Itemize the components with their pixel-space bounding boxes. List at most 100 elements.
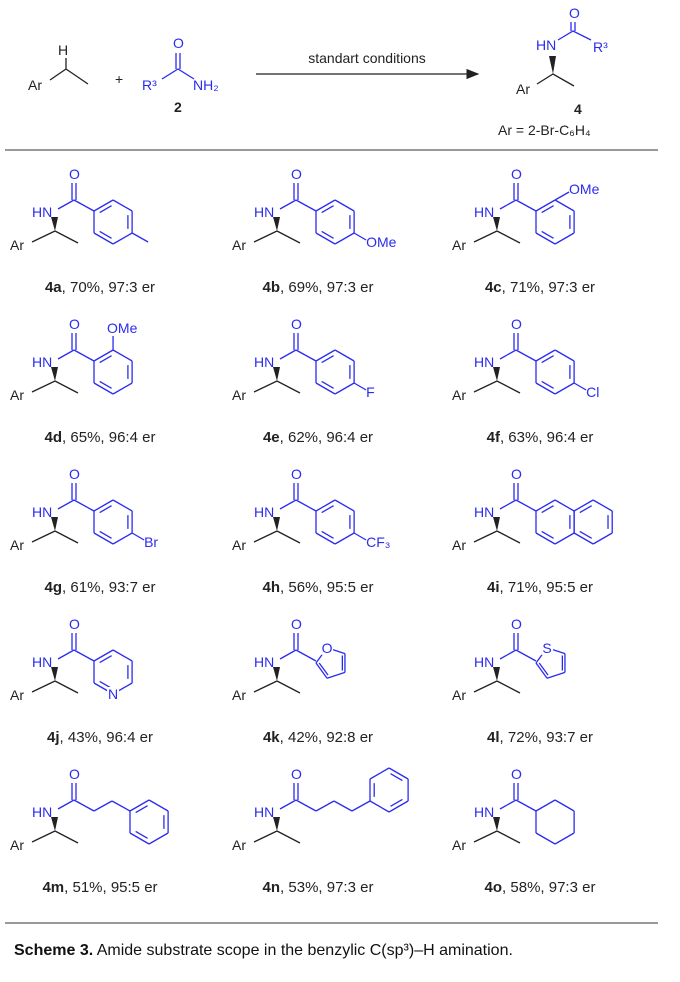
ring-double-bond [321,530,334,539]
compound-id: 4b [263,279,281,296]
ring-double-bond [99,380,112,389]
ar-bond [253,530,278,543]
ar-bond [473,680,498,693]
compound-result: , 56%, 95:5 er [280,579,373,596]
hn-label: HN [254,354,274,370]
compound-result: , 72%, 93:7 er [500,729,593,746]
compound-id: 4m [42,879,64,896]
product-bonds-blue [557,22,592,41]
ring-bond [112,649,133,662]
chain-bond [333,800,353,812]
hn-label: HN [32,654,52,670]
hn-label: HN [474,654,494,670]
substituent-bond [353,232,367,241]
substrate-bonds [49,58,89,85]
c-r-bond [295,799,317,812]
chain-bond [351,800,371,812]
ar-definition: Ar = 2-Br-C₆H₄ [498,122,591,138]
n-c-bond [499,499,517,510]
stereo-wedge [273,367,280,381]
stereo-wedge [51,517,58,531]
ring-double-bond [579,530,592,539]
carbonyl-o-label: O [69,166,80,182]
ring-bond [592,532,613,545]
n-c-bond [499,649,517,660]
compound-label: 4d, 65%, 96:4 er [45,429,156,446]
figure-caption: Scheme 3. Amide substrate scope in the b… [14,942,513,960]
compound-result: , 63%, 96:4 er [500,429,593,446]
product-wedge [549,56,556,74]
carbonyl-o-label: O [291,766,302,782]
ring-double-bond [541,355,554,364]
ring-bond [334,499,355,512]
compound-label: 4g, 61%, 93:7 er [45,579,156,596]
compound-result: , 42%, 92:8 er [280,729,373,746]
ar-bond [473,530,498,543]
substituent-label: Br [144,534,158,550]
ring-double-bond [321,230,334,239]
stereo-wedge [51,817,58,831]
ring-bond [535,832,556,845]
substituent-label: F [366,384,375,400]
methyl-bond [131,232,149,243]
carbonyl-o-label: O [291,166,302,182]
hn-label: HN [474,804,494,820]
compound-id: 4j [47,729,60,746]
ring-bond [93,532,114,545]
c-r-bond [73,799,95,812]
ring-bond [315,199,336,212]
substituent-bond [353,382,367,391]
methyl-bond [54,380,79,394]
ring-bond [535,799,556,812]
ar-label: Ar [452,687,466,703]
ring-bond [326,671,346,679]
compound-label: 4i, 71%, 95:5 er [487,579,593,596]
ar-label: Ar [452,387,466,403]
product-o-label: O [569,5,580,21]
compound-result: , 53%, 97:3 er [280,879,373,896]
ring-bond [148,799,169,812]
carbonyl-o-label: O [69,766,80,782]
carbonyl-o-label: O [291,466,302,482]
carbonyl-o-label: O [69,616,80,632]
heteroatom-label: S [542,640,551,656]
carbonyl-o-label: O [511,166,522,182]
amide-r-label: R³ [142,77,157,93]
carbonyl-o-label: O [291,616,302,632]
compound-result: , 58%, 97:3 er [502,879,595,896]
hn-label: HN [474,504,494,520]
chain-bond [315,800,335,812]
c-r-bond [295,499,317,512]
hn-label: HN [474,204,494,220]
compound-label: 4c, 71%, 97:3 er [485,279,595,296]
ring-bond [93,649,114,662]
n-c-bond [499,199,517,210]
ar-label: Ar [10,837,24,853]
ar-bond [253,380,278,393]
ring-bond [388,767,409,780]
chain-bond [93,800,113,812]
methyl-bond [496,680,521,694]
ar-label: Ar [232,237,246,253]
ring-bond [535,232,556,245]
compound-result: , 65%, 96:4 er [62,429,155,446]
ring-bond [334,232,355,245]
ring-bond [554,232,575,245]
substituent-bond [554,191,570,201]
caption-text: Amide substrate scope in the benzylic C(… [93,942,513,959]
compound-label: 4n, 53%, 97:3 er [263,879,374,896]
stereo-wedge [51,367,58,381]
stereo-wedge [493,817,500,831]
compound-id: 4h [263,579,281,596]
carbonyl-o-label: O [69,466,80,482]
n-c-bond [499,799,517,810]
carbonyl-o-label: O [69,316,80,332]
ring-bond [315,662,328,679]
compound-result: , 71%, 95:5 er [500,579,593,596]
c-r-bond [73,649,95,662]
